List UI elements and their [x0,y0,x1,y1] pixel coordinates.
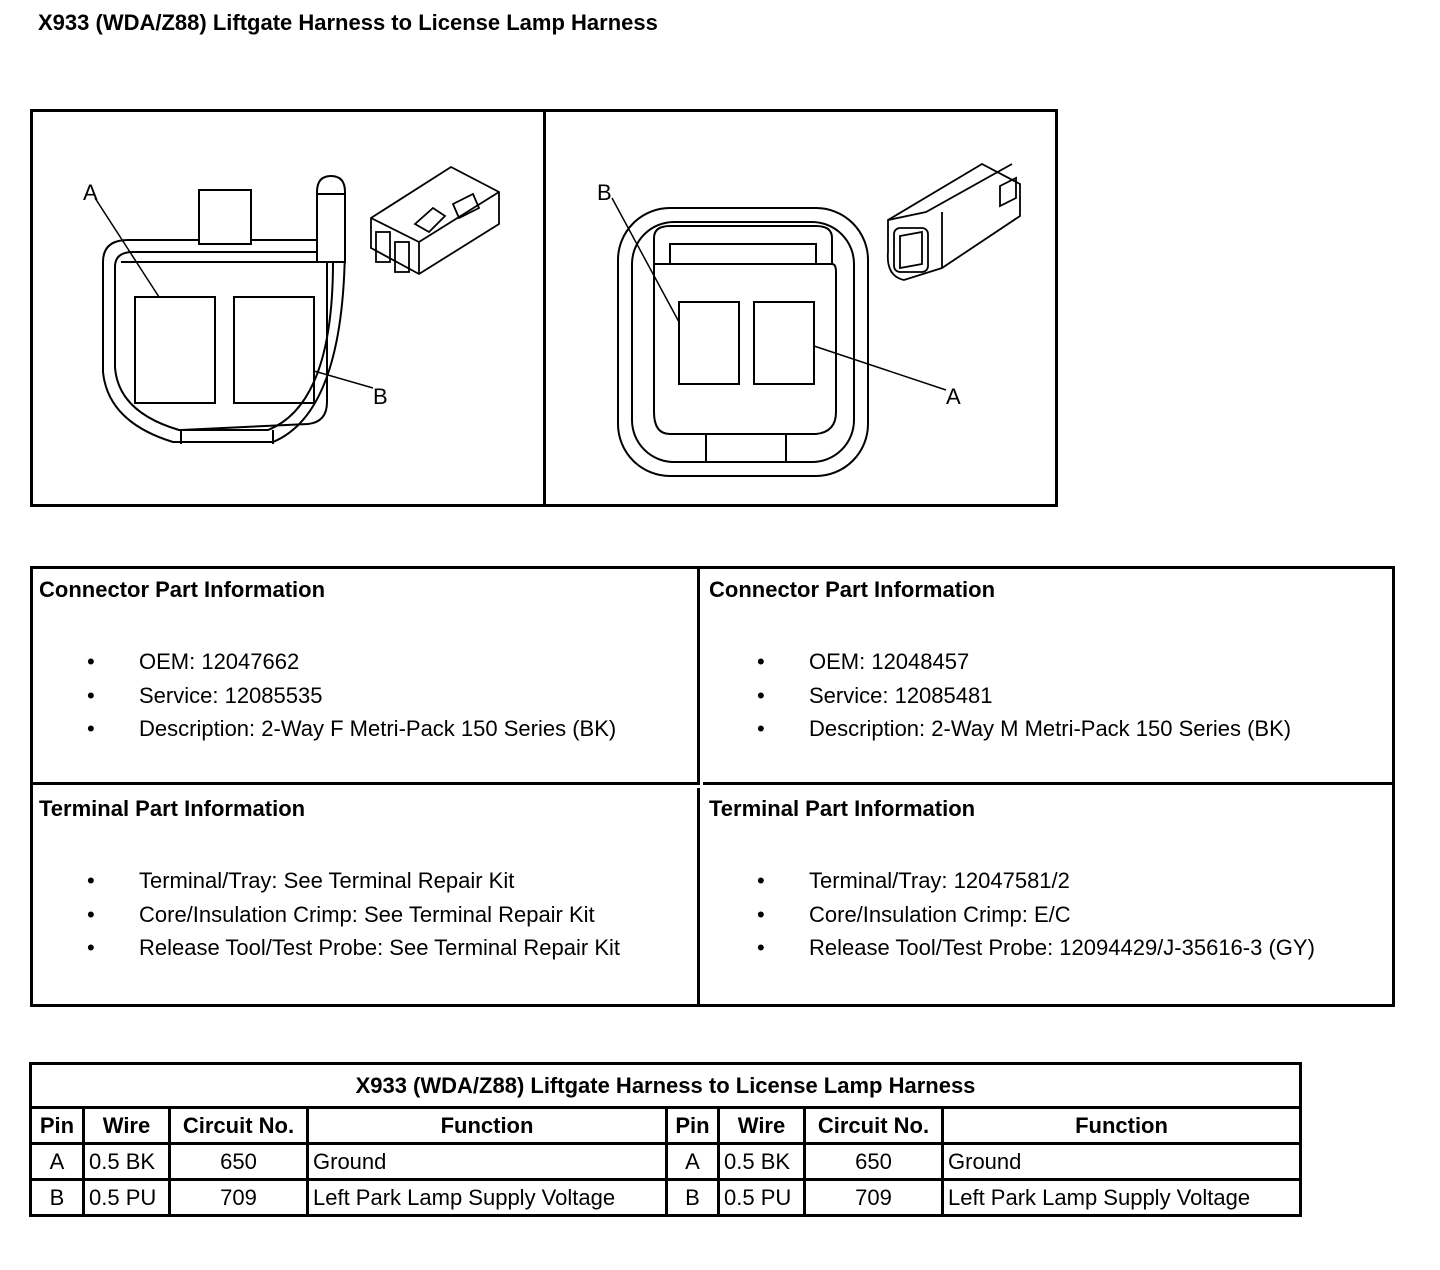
pinout-table: X933 (WDA/Z88) Liftgate Harness to Licen… [29,1062,1302,1217]
terminal-info-list: •Terminal/Tray: 12047581/2 •Core/Insulat… [703,867,1315,968]
cell-circuit: 650 [168,1142,309,1181]
connector-info-list: •OEM: 12047662 •Service: 12085535 •Descr… [33,648,616,749]
housing-outline [617,207,869,477]
list-item: •Release Tool/Test Probe: See Terminal R… [87,935,620,960]
cell-wire: 0.5 PU [717,1178,806,1217]
male-connector-drawing [611,162,1021,477]
bullet-icon: • [87,682,95,708]
connector-part-info-left: Connector Part Information •OEM: 1204766… [33,569,700,785]
list-item: •Core/Insulation Crimp: See Terminal Rep… [87,901,595,927]
list-item: •Core/Insulation Crimp: E/C [757,901,1071,927]
terminal-part-info-left: Terminal Part Information •Terminal/Tray… [33,788,700,1004]
bullet-icon: • [757,649,765,674]
terminal-info-heading: Terminal Part Information [709,796,976,821]
cell-wire: 0.5 BK [717,1142,806,1181]
cell-pin: A [665,1142,720,1181]
list-item: •Service: 12085535 [87,682,323,708]
male-labels: B A [597,180,961,409]
cell-function: Ground [306,1142,668,1181]
inner-body [121,261,328,431]
list-item: •Service: 12085481 [757,682,993,708]
table-header-row: Pin Wire Circuit No. Function Pin Wire C… [29,1106,1302,1145]
terminal-info-list: •Terminal/Tray: See Terminal Repair Kit … [33,867,620,968]
housing-inner-outline [631,221,855,463]
connector-info-heading: Connector Part Information [709,577,996,602]
connector-face-view-female: A B [33,112,546,504]
terminal-info-heading: Terminal Part Information [39,796,306,821]
column-header: Wire [717,1106,806,1145]
male-connector-iso [886,162,1021,281]
table-row: B 0.5 PU 709 Left Park Lamp Supply Volta… [29,1178,1302,1217]
cell-circuit: 650 [803,1142,944,1181]
inner-body [653,263,837,435]
column-header: Wire [82,1106,171,1145]
leader-line-a [94,197,160,298]
cell-function: Left Park Lamp Supply Voltage [306,1178,668,1217]
cell-wire: 0.5 BK [82,1142,171,1181]
bullet-icon: • [757,901,765,927]
bullet-icon: • [87,868,95,893]
top-tab [198,189,252,245]
connector-diagram-frame: A B [30,109,1058,507]
top-recess-inner [669,243,817,264]
list-item: •OEM: 12048457 [757,649,970,674]
label-pin-b-left: B [373,384,388,409]
connector-part-info-right: Connector Part Information •OEM: 1204845… [703,569,1392,785]
bullet-icon: • [757,868,765,893]
list-item: •Terminal/Tray: 12047581/2 [757,868,1070,893]
label-pin-a-right: A [946,384,961,409]
cavity-a [134,296,216,404]
cell-pin: A [29,1142,85,1181]
female-connector-iso [370,165,500,276]
leader-line-b [611,197,680,323]
cell-circuit: 709 [168,1178,309,1217]
page-title: X933 (WDA/Z88) Liftgate Harness to Licen… [38,10,658,35]
table-title: X933 (WDA/Z88) Liftgate Harness to Licen… [29,1062,1302,1109]
bullet-icon: • [87,901,95,927]
cavity-b [233,296,315,404]
cell-pin: B [665,1178,720,1217]
cell-function: Left Park Lamp Supply Voltage [941,1178,1302,1217]
list-item: •Terminal/Tray: See Terminal Repair Kit [87,868,515,893]
female-labels: A B [83,180,388,409]
cavity-a [753,301,815,385]
list-item: •Release Tool/Test Probe: 12094429/J-356… [757,935,1315,960]
label-pin-b-right: B [597,180,612,205]
terminal-part-info-right: Terminal Part Information •Terminal/Tray… [703,788,1392,1004]
part-information-grid: Connector Part Information •OEM: 1204766… [30,566,1395,1007]
cell-circuit: 709 [803,1178,944,1217]
housing-inner-outline [114,251,335,431]
column-header: Circuit No. [803,1106,944,1145]
column-header: Circuit No. [168,1106,309,1145]
cell-pin: B [29,1178,85,1217]
list-item: •Description: 2-Way F Metri-Pack 150 Ser… [87,716,617,741]
housing-outline [102,239,347,443]
table-row: A 0.5 BK 650 Ground A 0.5 BK 650 Ground [29,1142,1302,1181]
connector-info-heading: Connector Part Information [39,577,326,602]
latch [316,174,346,263]
list-item: •OEM: 12047662 [87,649,300,674]
label-pin-a-left: A [83,180,98,205]
bullet-icon: • [87,716,95,741]
bullet-icon: • [757,935,765,960]
column-header: Function [306,1106,668,1145]
bullet-icon: • [87,935,95,960]
connector-face-view-male: B A [546,112,1055,504]
bullet-icon: • [757,716,765,741]
leader-line-a [813,345,947,391]
column-header: Function [941,1106,1302,1145]
leader-line-b [313,370,374,389]
female-connector-drawing [94,165,500,444]
column-header: Pin [29,1106,85,1145]
cavity-b [678,301,740,385]
top-recess [653,225,833,264]
bullet-icon: • [757,682,765,708]
table-title-row: X933 (WDA/Z88) Liftgate Harness to Licen… [29,1062,1302,1109]
list-item: •Description: 2-Way M Metri-Pack 150 Ser… [757,716,1292,741]
cell-wire: 0.5 PU [82,1178,171,1217]
connector-info-list: •OEM: 12048457 •Service: 12085481 •Descr… [703,648,1291,749]
cell-function: Ground [941,1142,1302,1181]
column-header: Pin [665,1106,720,1145]
bullet-icon: • [87,649,95,674]
